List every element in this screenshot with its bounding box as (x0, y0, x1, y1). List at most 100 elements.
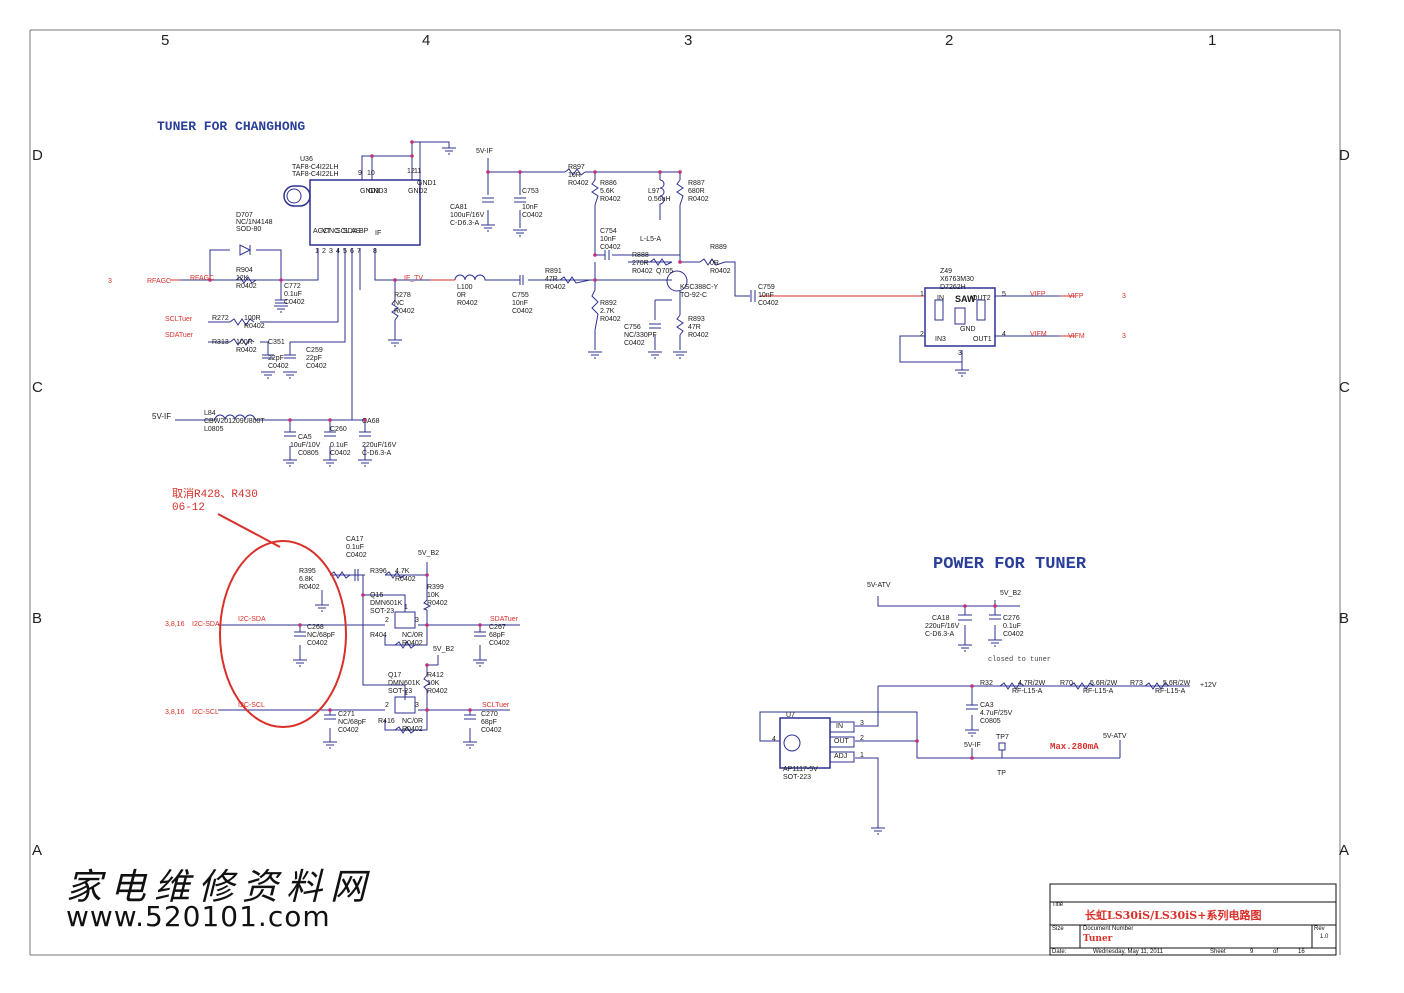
r904-ref: R904 (236, 267, 253, 274)
u36-pin-as: AS (351, 228, 361, 235)
r893-val: 47R (688, 324, 701, 331)
c754-val: 10nF (600, 236, 616, 243)
l-l5a-label: L-L5-A (640, 236, 662, 243)
vifm-port: VIFM (1068, 333, 1085, 340)
q17-symbol (394, 696, 416, 714)
ca18-pkg: C-D6.3-A (925, 631, 955, 638)
c270-val: 68pF (481, 719, 497, 726)
r313-pkg: R0402 (236, 347, 257, 354)
i2c-sda-net: I2C-SDA (238, 616, 266, 623)
tp7-symbol (998, 742, 1006, 751)
v5b2-a-label: 5V_B2 (418, 550, 440, 557)
l84-ref: L84 (204, 410, 216, 417)
junction-dots (208, 140, 997, 760)
saw-in3: IN3 (935, 336, 946, 343)
c259-val: 22pF (306, 355, 322, 362)
r888-val: 270R (632, 260, 649, 267)
r313-symbol (229, 338, 255, 346)
c753-pkg: C0402 (522, 212, 543, 219)
r278-ref: R278 (394, 292, 411, 299)
r73-symbol (1144, 682, 1170, 690)
vifm-net: VIFM (1030, 331, 1047, 338)
r892-ref: R892 (600, 300, 617, 307)
u7-ref: U7 (786, 712, 795, 719)
r904-symbol (235, 276, 257, 284)
q17-pin2: 2 (385, 702, 389, 709)
title-block-size-label: Size (1052, 926, 1064, 932)
v5b2-b-label: 5V_B2 (433, 646, 455, 653)
ca3-val: 4.7uF/25V (980, 710, 1013, 717)
power-section-title: POWER FOR TUNER (933, 555, 1087, 574)
l84-part: CBW201209U800T (204, 418, 265, 425)
r888-symbol (649, 258, 673, 266)
c772-ref: C772 (284, 283, 301, 290)
watermark-url: www.520101.com (66, 900, 331, 933)
c759-pkg: C0402 (758, 300, 779, 307)
u7-adj: ADJ (834, 753, 848, 760)
max-current-note: Max.280mA (1050, 742, 1099, 752)
r404-pkg: R0402 (402, 640, 423, 647)
sclt-out-net: SCLTuer (482, 702, 510, 709)
saw-label: SAW (955, 294, 976, 304)
saw-pin5: 5 (1002, 291, 1006, 298)
r70-ref: R70 (1060, 680, 1073, 687)
zone-col-4-top: 4 (422, 32, 431, 49)
vifp-sheet-ref: 3 (1122, 293, 1126, 300)
zone-col-5-top: 5 (161, 32, 170, 49)
c267-pkg: C0402 (489, 640, 510, 647)
r404-val: NC/0R (402, 632, 424, 639)
rfagc-port: RFAGC (147, 278, 172, 285)
c276-val: 0.1uF (1003, 623, 1021, 630)
c271-val: NC/68pF (338, 719, 367, 726)
saw-pin3: 3 (958, 350, 962, 357)
r887-pkg: R0402 (688, 196, 709, 203)
title-block-sheet-label: Sheet (1210, 949, 1226, 955)
saw-in: IN (937, 295, 944, 302)
c268-val: NC/68pF (307, 632, 336, 639)
ca17-val: 0.1uF (346, 544, 364, 551)
saw-pin1: 1 (920, 291, 924, 298)
u36-pin-vt: VT (322, 228, 331, 235)
net-wires (170, 279, 1075, 337)
u7-pin4: 4 (772, 736, 776, 743)
r897-ref: R897 (568, 164, 585, 171)
ca68-val: 220uF/16V (362, 442, 397, 449)
closed-to-tuner-note: closed to tuner (988, 656, 1052, 664)
r889-pkg: R0402 (710, 268, 731, 275)
i2c-scl-port: I2C-SCL (192, 709, 219, 716)
r395-symbol (329, 571, 351, 579)
r399-ref: R399 (427, 584, 444, 591)
u7-body (779, 717, 831, 769)
r892-symbol (591, 289, 599, 331)
watermark-chinese: 家电维修资料网 (66, 867, 375, 908)
r404-ref: R404 (370, 632, 387, 639)
c772-pkg: C0402 (284, 299, 305, 306)
r70-val: 5.6R/2W (1090, 680, 1118, 687)
title-block-total: 16 (1298, 949, 1305, 955)
u7-pin1: 1 (860, 752, 864, 759)
l97-ref: L97 (648, 188, 660, 195)
vifp-net: VIFP (1030, 291, 1046, 298)
d707-ref: D707 (236, 212, 253, 219)
c270-pkg: C0402 (481, 727, 502, 734)
c755-val: 10nF (512, 300, 528, 307)
u36-pin-agc: AGC (313, 228, 329, 235)
r70-pkg: RF-L15-A (1083, 688, 1114, 695)
q705-part: KSC388C-Y (680, 284, 719, 291)
r278-val: NC (394, 300, 405, 307)
saw-pin2: 2 (920, 331, 924, 338)
q17-pin1: 1 (404, 690, 408, 697)
u7-pkg: SOT-223 (783, 774, 812, 781)
ca18-ref: CA18 (932, 615, 950, 622)
r412-val: 10K (427, 680, 440, 687)
ca5-pkg: C0805 (298, 450, 319, 457)
r313-val: 100R (236, 339, 253, 346)
c756-pkg: C0402 (624, 340, 645, 347)
r887-symbol (676, 179, 684, 206)
u7-in: IN (836, 723, 843, 730)
c271-pkg: C0402 (338, 727, 359, 734)
rfagc-sheet-ref: 3 (108, 278, 112, 285)
r399-pkg: R0402 (427, 600, 448, 607)
i2c-sda-port: I2C-SDA (192, 621, 220, 628)
